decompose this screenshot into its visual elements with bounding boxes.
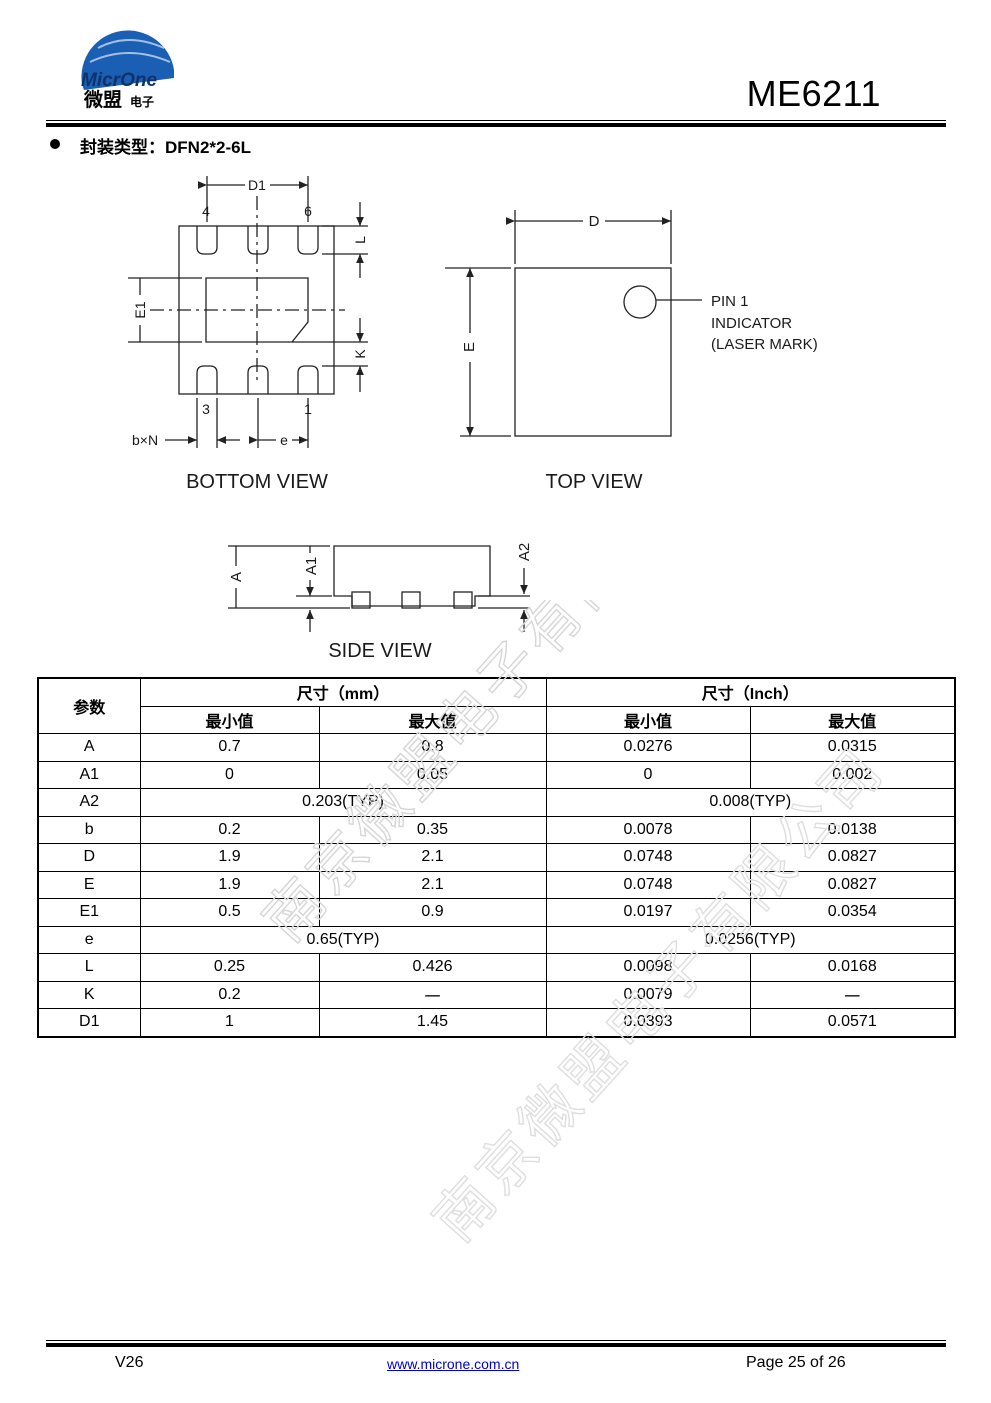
svg-text:INDICATOR: INDICATOR [711,315,792,332]
side-view-labels: A A1 A2 SIDE VIEW [228,543,533,662]
pin1-indicator-circle [623,285,657,319]
footer-page-number: Page 25 of 26 [746,1354,846,1371]
table-row: L 0.25 0.426 0.0098 0.0168 [37,953,956,982]
package-drawings: D1 4 6 3 1 b×N e E1 L K BOTTOM VIEW D E … [128,176,818,662]
svg-text:A1: A1 [303,557,320,575]
svg-text:K: K [352,349,368,359]
side-view [228,545,530,632]
svg-text:E: E [461,342,478,352]
svg-text:4: 4 [202,203,210,219]
svg-text:6: 6 [304,203,312,219]
header-rule-thin [46,120,946,121]
svg-text:e: e [280,432,288,448]
microne-logo: MicrOne 微盟 电子 [81,30,174,111]
inch-max-header: 最大值 [749,705,956,734]
svg-text:1: 1 [304,401,312,417]
param-header: 参数 [37,677,141,734]
inch-header: 尺寸（Inch） [545,677,956,707]
table-row: A 0.7 0.8 0.0276 0.0315 [37,733,956,762]
table-row: b 0.2 0.35 0.0078 0.0138 [37,815,956,844]
table-row: E 1.9 2.1 0.0748 0.0827 [37,870,956,899]
dimension-table: 参数 尺寸（mm） 尺寸（Inch） 最小值 最大值 最小值 最大值 A 0.7… [37,677,956,1038]
table-row: D1 1 1.45 0.0393 0.0571 [37,1008,956,1037]
table-row: E1 0.5 0.9 0.0197 0.0354 [37,898,956,927]
logo-text-en: MicrOne [81,70,157,91]
top-view [445,210,702,437]
side-view-title: SIDE VIEW [328,640,431,662]
inch-min-header: 最小值 [545,705,751,734]
footer-url-link[interactable]: www.microne.com.cn [387,1356,520,1372]
section-heading: 封装类型：DFN2*2-6L [80,138,251,157]
footer-rule-thin [46,1340,946,1341]
footer-rule-thick [46,1343,946,1347]
header-rule-thick [46,123,946,127]
svg-text:b×N: b×N [132,432,158,448]
svg-text:3: 3 [202,401,210,417]
bottom-view [128,176,368,448]
table-row: e 0.65(TYP) 0.0256(TYP) [37,925,956,954]
logo-text-cn: 微盟 [83,88,122,111]
part-number: ME6211 [746,73,881,114]
svg-text:A: A [228,572,245,582]
mm-min-header: 最小值 [139,705,320,734]
svg-text:PIN 1: PIN 1 [711,293,749,310]
bottom-view-title: BOTTOM VIEW [186,471,328,493]
logo-text-cn-small: 电子 [130,94,154,109]
table-row: A2 0.203(TYP) 0.008(TYP) [37,788,956,817]
svg-text:D1: D1 [248,177,266,193]
table-row: K 0.2 一 0.0079 一 [37,980,956,1009]
svg-text:D: D [589,213,600,230]
bullet-icon [50,139,60,149]
top-view-labels: D E PIN 1 INDICATOR (LASER MARK) TOP VIE… [461,213,818,493]
table-row: D 1.9 2.1 0.0748 0.0827 [37,843,956,872]
mm-header: 尺寸（mm） [139,677,547,707]
mm-max-header: 最大值 [318,705,547,734]
bottom-view-labels: D1 4 6 3 1 b×N e E1 L K BOTTOM VIEW [132,177,368,493]
footer-version: V26 [115,1354,144,1371]
svg-text:(LASER MARK): (LASER MARK) [711,336,818,353]
svg-text:L: L [352,236,368,244]
svg-text:A2: A2 [516,543,533,561]
table-row: A1 0 0.05 0 0.002 [37,760,956,789]
top-view-title: TOP VIEW [545,471,642,493]
svg-text:E1: E1 [132,301,148,318]
